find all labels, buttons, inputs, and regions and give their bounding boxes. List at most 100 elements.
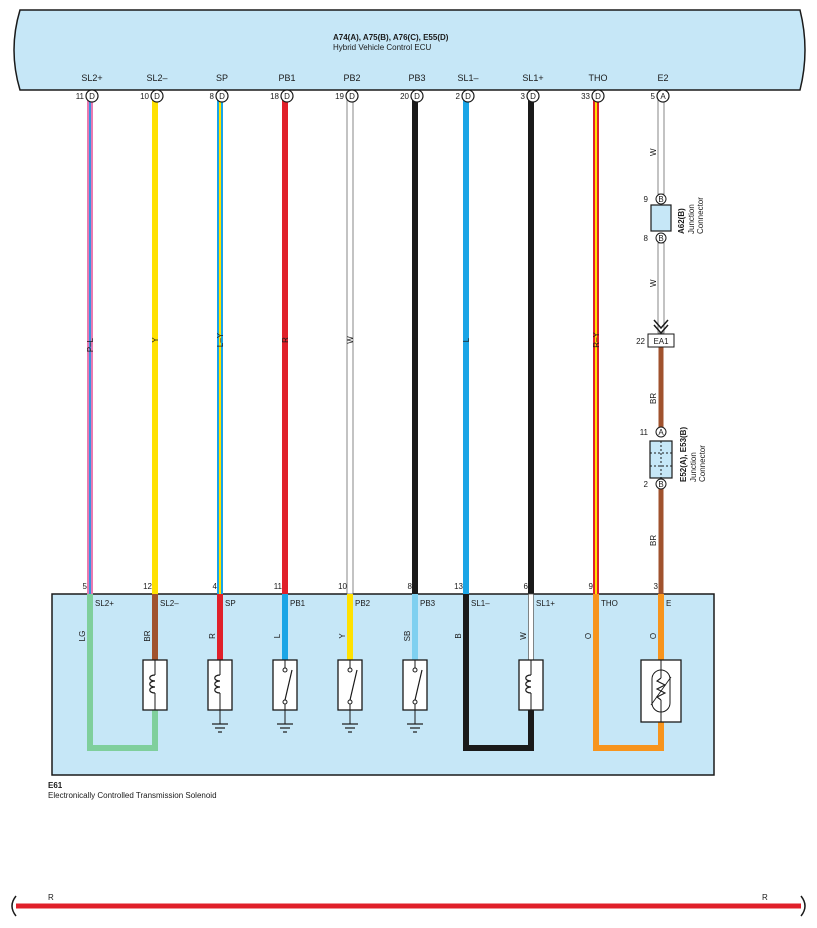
inner-wire-code: Y [338,633,347,639]
solenoid-pin-number: 4 [213,582,218,591]
j2-top-pin: 11 [640,428,649,437]
ecu-pin-number: 33 [581,92,590,101]
bottom-wire-right-code: R [762,893,768,902]
inner-wire-code: B [454,633,463,638]
inner-wire-code: R [208,633,217,639]
solenoid-pin-label: SL2– [160,599,179,608]
j1-top-conn-letter: B [658,195,663,204]
switch-contact-top [282,667,288,673]
thermistor-variable-arrow [650,676,672,706]
solenoid-pin-number: 6 [524,582,529,591]
wire-5 [346,95,354,595]
j2-label2: Connector [698,445,707,482]
wire-color-code: R–Y [592,332,601,348]
wire-color-code: L [462,337,471,342]
ecu-pin-number: 8 [210,92,215,101]
wire-color-code: R [281,337,290,343]
wire-color-code: W [346,336,355,344]
ecu-signal-name: PB3 [408,73,425,83]
bottom-wire-left-break [11,895,17,917]
solenoid-pin-label: SP [225,599,236,608]
solenoid-pin-number: 8 [408,582,413,591]
solenoid-pin-number: 11 [274,582,283,591]
switch-contact-bottom [347,699,353,705]
switch-blade-icon [349,669,358,701]
coil-icon [149,674,156,694]
bottom-wire: R R [11,893,806,917]
j1-label1: Junction [687,204,696,234]
ecu-pin-circle [215,89,229,103]
solenoid-code: E61 [48,781,63,790]
switch-blade-icon [284,669,293,701]
ecu-pin-conn-letter: D [154,92,160,101]
switch-contact-bottom [412,699,418,705]
j1-top-pin-circle [655,193,667,205]
solenoid-pin-number: 9 [589,582,594,591]
j1-bottom-pin-circle [655,232,667,244]
ecu-pin-circle [591,89,605,103]
wire-color-code: L–Y [216,332,225,347]
solenoid-name: Electronically Controlled Transmission S… [48,791,217,800]
solenoid-pin-label: E [666,599,671,608]
ecu-panel [13,9,806,91]
inner-wire-code: SB [403,631,412,642]
ecu-signal-name: PB2 [343,73,360,83]
j2-top-pin-circle [655,426,667,438]
e2-seg3-code: BR [649,393,658,404]
ecu-name: Hybrid Vehicle Control ECU [333,43,431,52]
solenoid-pin-label: PB2 [355,599,371,608]
bottom-wire-left-code: R [48,893,54,902]
wire-color-code: Y [151,337,160,343]
wire-white [657,242,665,334]
ecu-pin-circle [656,89,670,103]
ecu-pin-circle [526,89,540,103]
j1-bottom-pin: 8 [644,234,649,243]
inner-wire-code: BR [143,630,152,641]
solenoid-pin-label: SL2+ [95,599,114,608]
wire-color-code: B [411,337,420,342]
ecu-signal-name: SL2+ [81,73,102,83]
ecu-pin-conn-letter: D [414,92,420,101]
e2-seg1-code: W [649,148,658,156]
ecu-signal-name: SL1– [457,73,478,83]
ecu-connector-codes: A74(A), A75(B), A76(C), E55(D) [333,33,449,42]
solenoid-sl1-coil [518,659,544,711]
bottom-wire-right-break [800,895,806,917]
switch-contact-top [347,667,353,673]
inner-wire-code: O [649,633,658,639]
solenoid-pin-label: SL1+ [536,599,555,608]
switch-contact-top [412,667,418,673]
inline-connector-label: EA1 [653,337,669,346]
junction-connector-a62 [650,204,672,232]
ecu-pin-number: 3 [521,92,526,101]
j2-code: E52(A), E53(B) [679,427,688,482]
pressure-switch-pb2 [337,659,363,733]
inline-connector-chevron-icon [653,319,669,335]
wire-white [657,95,665,195]
inline-connector-ea1 [647,333,675,348]
pressure-switch-pb1 [272,659,298,733]
wire-e2-seg1 [657,95,665,195]
solenoid-pin-number: 13 [454,582,463,591]
wire-e2-seg2 [657,242,665,334]
ecu-pin-circle [150,89,164,103]
ecu-signal-name: SL2– [146,73,167,83]
solenoid-pin-number: 12 [143,582,152,591]
j1-code: A62(B) [677,208,686,234]
ecu-pin-conn-letter: D [89,92,95,101]
ecu-pin-number: 18 [270,92,279,101]
ecu-pin-conn-letter: A [660,92,666,101]
inner-wire-code: O [584,633,593,639]
ecu-pin-conn-letter: D [349,92,355,101]
ecu-pin-circle [345,89,359,103]
fluid-temp-sensor [640,659,682,723]
wire-white [346,95,354,595]
ecu-pin-circle [461,89,475,103]
e2-seg4-code: BR [649,535,658,546]
solenoid-pin-label: PB3 [420,599,436,608]
solenoid-pin-label: SL1– [471,599,490,608]
ecu-pin-circle [410,89,424,103]
coil-icon [525,674,532,694]
inner-wire-code: W [519,632,528,640]
